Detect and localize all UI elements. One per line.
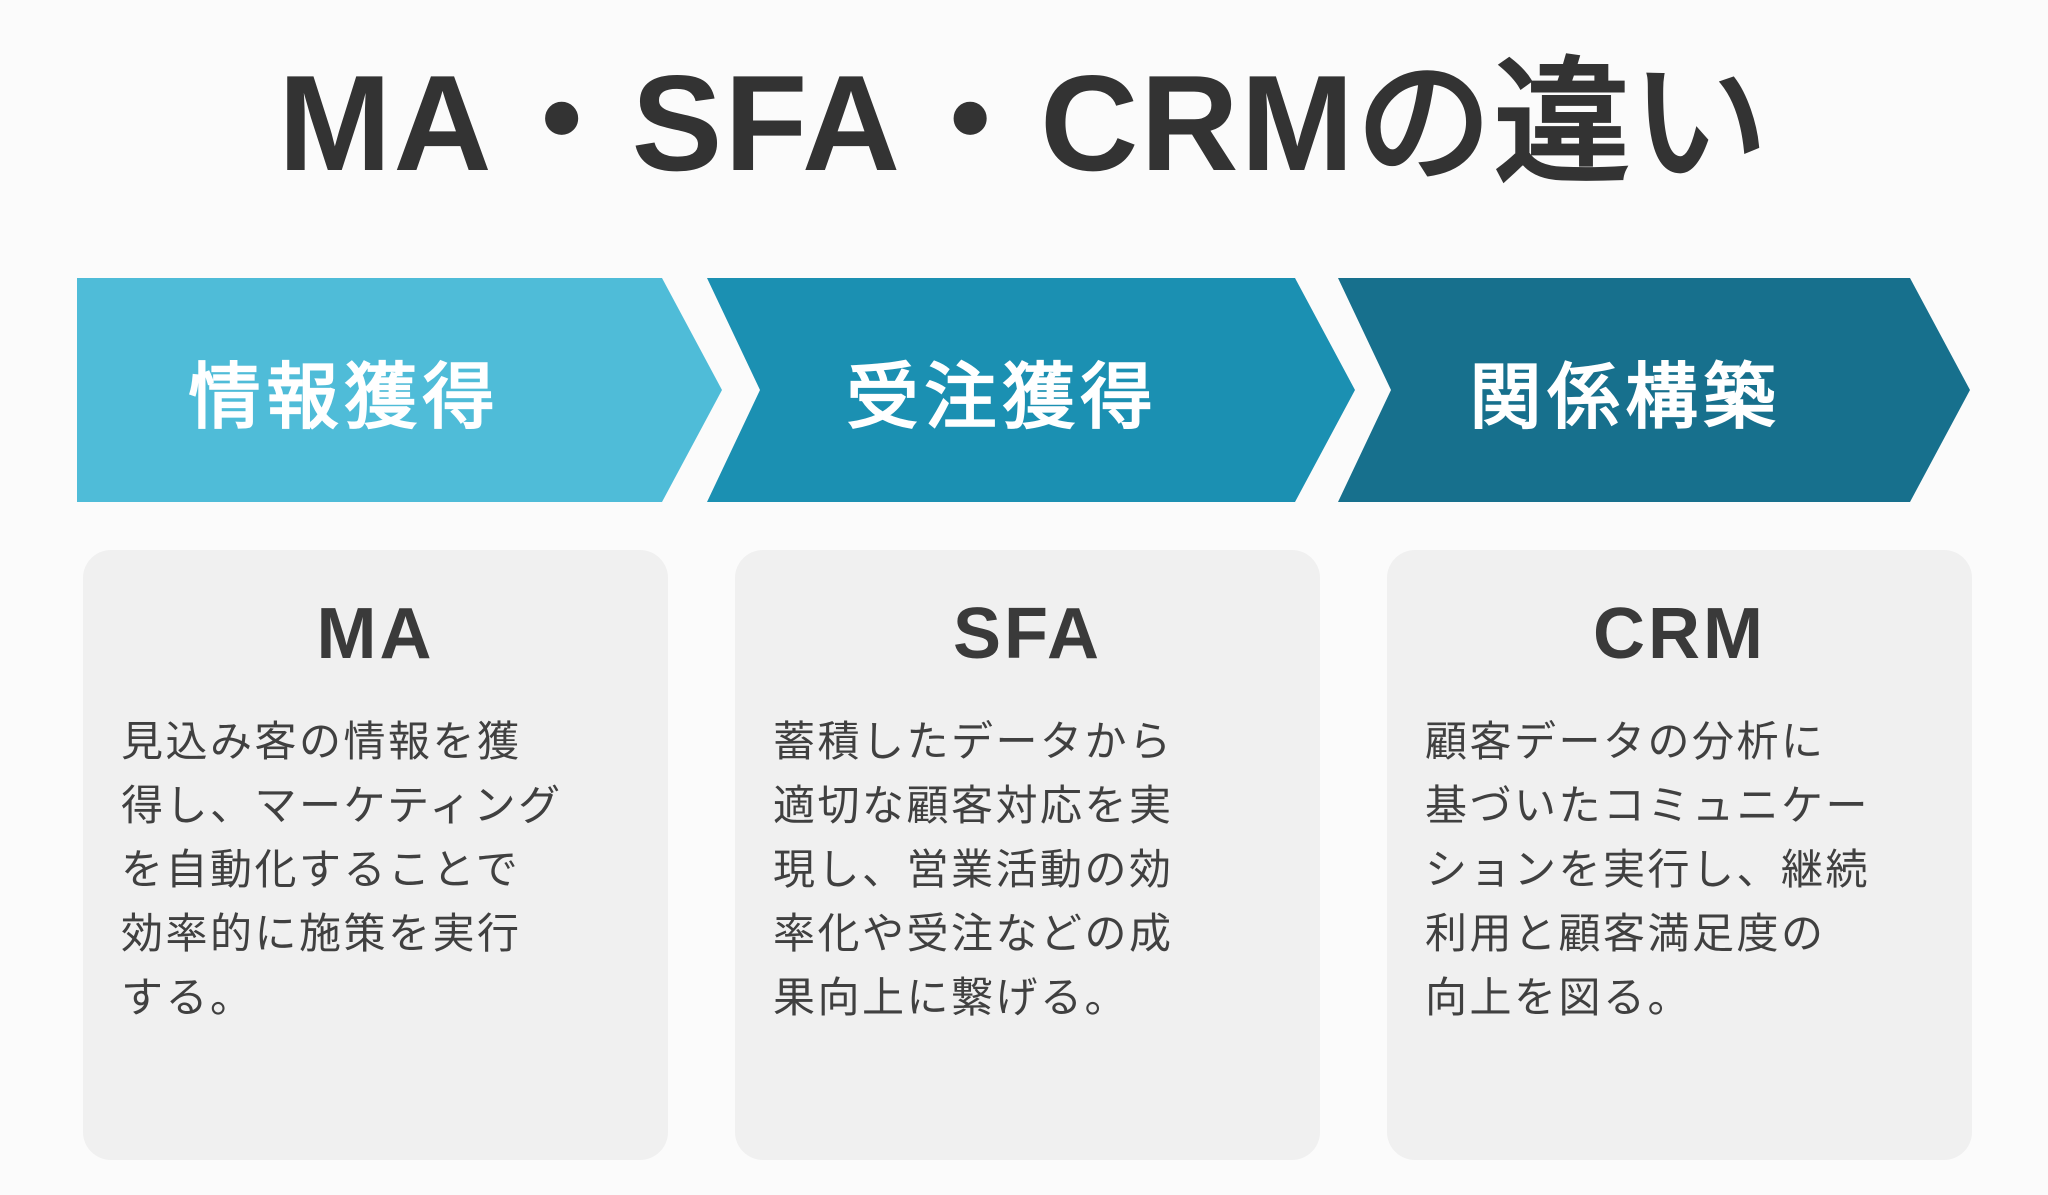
process-step-3-arrow: 関係構築 <box>1338 278 1970 502</box>
process-step-1-arrow: 情報獲得 <box>77 278 722 502</box>
card-sfa: SFA 蓄積したデータから 適切な顧客対応を実 現し、営業活動の効 率化や受注な… <box>735 550 1320 1160</box>
process-step-2-arrow: 受注獲得 <box>707 278 1355 502</box>
page-title: MA・SFA・CRMの違い <box>278 47 1770 199</box>
card-ma-description: 見込み客の情報を獲 得し、マーケティング を自動化することで 効率的に施策を実行… <box>121 718 563 1021</box>
definition-cards: MA 見込み客の情報を獲 得し、マーケティング を自動化することで 効率的に施策… <box>83 550 1972 1160</box>
process-step-3-label: 関係構築 <box>1469 357 1782 438</box>
card-sfa-heading: SFA <box>952 594 1103 674</box>
card-crm-heading: CRM <box>1593 594 1766 674</box>
process-flow: 情報獲得 受注獲得 関係構築 <box>77 278 1970 502</box>
card-crm-description: 顧客データの分析に 基づいたコミュニケー ションを実行し、継続 利用と顧客満足度… <box>1425 718 1871 1021</box>
process-step-2-label: 受注獲得 <box>846 357 1159 438</box>
card-sfa-description: 蓄積したデータから 適切な顧客対応を実 現し、営業活動の効 率化や受注などの成 … <box>773 718 1174 1021</box>
card-ma-heading: MA <box>316 594 435 674</box>
card-crm: CRM 顧客データの分析に 基づいたコミュニケー ションを実行し、継続 利用と顧… <box>1387 550 1972 1160</box>
card-ma: MA 見込み客の情報を獲 得し、マーケティング を自動化することで 効率的に施策… <box>83 550 668 1160</box>
process-step-1-label: 情報獲得 <box>188 357 501 438</box>
